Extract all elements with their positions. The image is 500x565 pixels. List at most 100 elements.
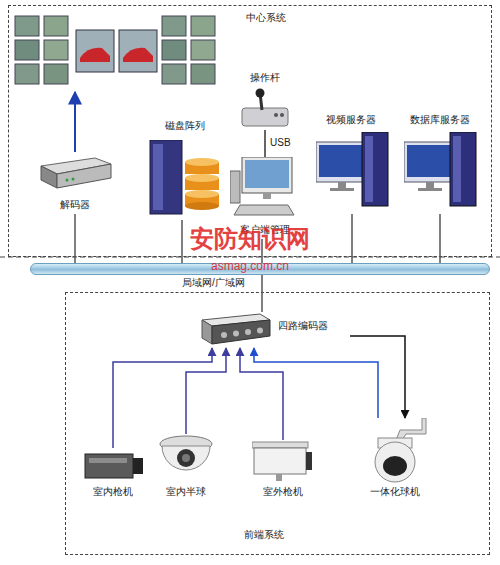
device-icon-svg (37, 152, 113, 194)
connector (74, 214, 76, 263)
device-icon (200, 312, 272, 348)
decoder: 解码器 (35, 152, 115, 214)
device-side (41, 166, 57, 188)
camera: 室内半球 (150, 434, 222, 500)
monitor-tile (15, 64, 39, 84)
node-label: 前端系统 (224, 529, 304, 541)
device-icon (81, 448, 145, 482)
node-label: 磁盘阵列 (140, 120, 230, 132)
monitor-tile (15, 16, 39, 36)
device-icon-svg (145, 140, 225, 218)
server-screen (319, 145, 365, 177)
connector (113, 348, 212, 448)
tower-highlight (153, 144, 163, 210)
client-pc: 客户端管理 (222, 157, 308, 239)
disk-top (185, 174, 219, 182)
device-icon-svg (252, 440, 314, 482)
camera: 一体化球机 (352, 418, 438, 500)
joystick-button (280, 113, 284, 117)
device-icon (404, 132, 478, 212)
device-icon-svg (81, 448, 145, 482)
tower-highlight (453, 136, 461, 202)
car-image (80, 48, 110, 62)
monitor-tile (119, 30, 157, 72)
server-monitor (316, 142, 368, 182)
pc-tower (230, 171, 240, 203)
device-icon-svg (362, 418, 428, 484)
status-light (66, 179, 69, 182)
disk-top (185, 158, 219, 166)
server-monitor (404, 142, 456, 182)
connector (254, 348, 378, 418)
monitor-tile (44, 40, 68, 60)
ptz-bracket (396, 418, 426, 440)
joystick: 操作杆 (232, 72, 298, 130)
system-group: 前端系统四路编码器室内枪机室内半球室外枪机一体化球机 (65, 292, 490, 555)
monitor-base (418, 188, 442, 191)
status-light (72, 178, 75, 181)
pc-screen (245, 160, 289, 188)
device-icon (145, 140, 225, 218)
device-front (57, 164, 111, 188)
disk-top (185, 190, 219, 198)
video-port (257, 328, 263, 334)
monitor-stand (338, 182, 346, 188)
disk-bottom (185, 202, 219, 210)
ptz-dome (375, 442, 415, 482)
device-icon-svg (158, 434, 214, 482)
tower-highlight (365, 136, 373, 202)
monitor-stand (426, 182, 434, 188)
connector (186, 348, 226, 434)
device-side (202, 320, 212, 344)
connector (240, 348, 283, 440)
device-icon (158, 434, 214, 482)
node-label: 中心系统 (206, 12, 326, 24)
joystick-button (274, 113, 278, 117)
disk-array: 磁盘阵列 (140, 120, 230, 220)
video-out-arrow (74, 92, 76, 152)
device-icon (230, 157, 300, 219)
monitor-base (330, 188, 354, 191)
server-tower (450, 132, 476, 206)
device-icon (252, 440, 314, 482)
monitor-tile (162, 16, 186, 36)
device-icon (240, 88, 290, 130)
network-pipe: 局域网/广域网 (30, 263, 490, 275)
pc-monitor (242, 157, 292, 193)
video-port (245, 329, 251, 335)
car-image (123, 48, 153, 62)
dome-lens-housing (177, 449, 195, 467)
node-label: 室外枪机 (244, 486, 322, 498)
monitor-wall (15, 16, 215, 84)
connector (350, 336, 405, 418)
video-port (221, 332, 227, 338)
node-label: 局域网/广域网 (171, 277, 256, 289)
monitor-tile (162, 64, 186, 84)
monitor-tile (191, 40, 215, 60)
device-icon-svg (240, 88, 290, 130)
connector (264, 130, 266, 157)
device-icon (37, 152, 113, 194)
device-icon-svg (200, 312, 272, 348)
node-label: 数据库服务器 (392, 114, 488, 126)
camera: 室内枪机 (75, 448, 151, 500)
camera-visor (252, 442, 308, 448)
camera-mount (276, 474, 282, 481)
camera: 室外枪机 (244, 440, 322, 500)
device-icon (316, 132, 390, 212)
device-icon-svg (404, 132, 478, 212)
joystick-base (242, 108, 288, 126)
video-server: 视频服务器 (308, 114, 394, 214)
monitor-tile (162, 40, 186, 60)
monitor-tile (44, 64, 68, 84)
storage-tower (150, 140, 182, 214)
monitor-tile (44, 16, 68, 36)
video-port (233, 331, 239, 337)
node-label: 客户端管理 (222, 224, 308, 236)
connector-label: USB (270, 137, 291, 149)
joystick-ball (256, 89, 265, 98)
ptz-lens (383, 456, 407, 476)
node-label: 解码器 (35, 199, 115, 211)
